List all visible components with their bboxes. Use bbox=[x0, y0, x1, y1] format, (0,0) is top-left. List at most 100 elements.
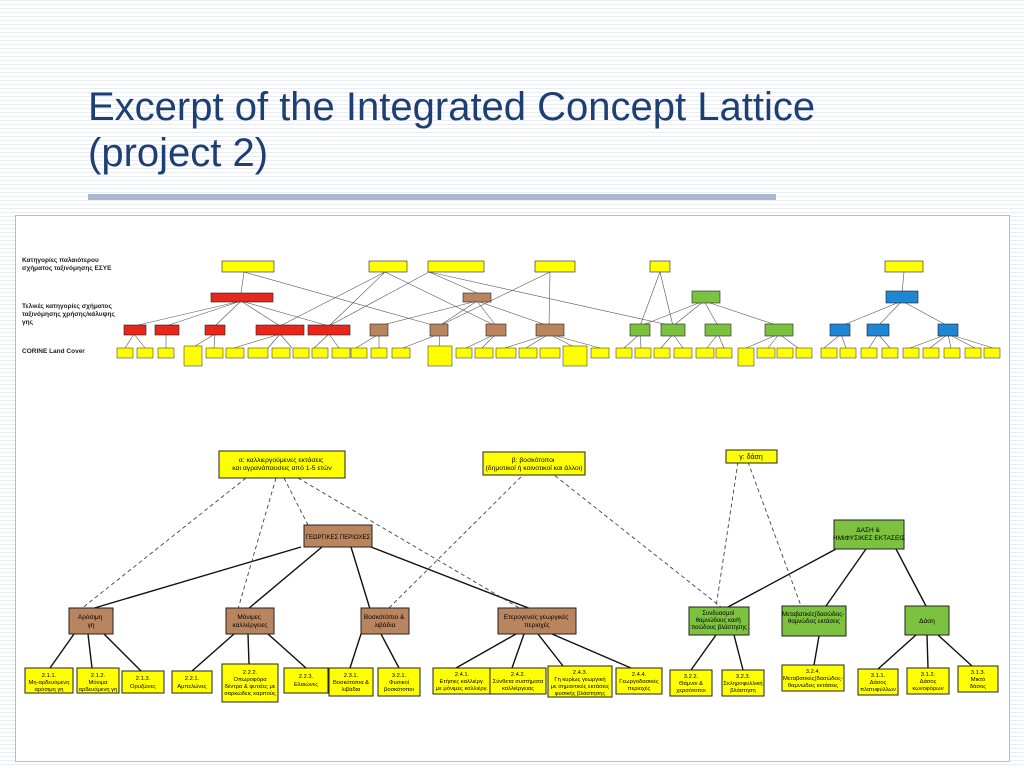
overview-leaf bbox=[116, 347, 134, 359]
leaf-2-1-3: 2.1.3. Ορυζώνες bbox=[130, 676, 156, 690]
top-node-gamma-label: γ: δάση bbox=[739, 453, 763, 461]
leaf-name: Οπωροφόρα bbox=[233, 676, 267, 683]
leaf-name: λιβάδια bbox=[342, 686, 361, 693]
overview-sub-node bbox=[154, 324, 180, 336]
overview-mid-node-agri-brown bbox=[462, 292, 492, 303]
sub-node-transit: Μεταβατικές(δασώδεις- θαμνώδεις εκτάσεις bbox=[781, 605, 847, 637]
leaf-code: 2.4.2. bbox=[511, 672, 526, 678]
overview-leaf bbox=[311, 347, 329, 359]
leaf-name: Μόνιμα bbox=[89, 679, 109, 686]
leaf-code: 3.2.2. bbox=[684, 674, 699, 680]
svg-text:Μόνιμες καλλιέργειες: Μόνιμες καλλιέργειες bbox=[232, 613, 267, 629]
overview-leaf bbox=[391, 347, 411, 359]
mid-node-agri-label: ΓΕΩΡΓΙΚΕΣ ΠΕΡΙΟΧΕΣ bbox=[306, 535, 371, 541]
overview-sub-node bbox=[485, 323, 507, 337]
sub-node-arable: Αρόσιμη γη bbox=[68, 607, 114, 635]
leaf-code: 2.1.3. bbox=[136, 676, 151, 682]
leaf-box bbox=[76, 667, 120, 694]
sub-node-hetero: Ετερογενείς γεωργικές περιοχές bbox=[497, 607, 577, 635]
leaf-code: 2.1.1. bbox=[42, 673, 57, 679]
leaf-name: Μεταβατικές(δασώδεις- bbox=[783, 675, 843, 682]
leaf-box bbox=[283, 667, 329, 694]
overview-row-label-final: Τελικές κατηγορίες σχήματος ταξινόμησης … bbox=[22, 302, 117, 326]
leaf-name: Αμπελώνες bbox=[177, 684, 207, 690]
overview-sub-node bbox=[829, 323, 851, 337]
overview-leaf bbox=[737, 347, 755, 367]
leaf-box bbox=[669, 669, 713, 697]
leaf-code: 2.2.3. bbox=[299, 674, 314, 680]
lattice-diagram: Κατηγορίες παλαιότερου σχήματος ταξινόμη… bbox=[22, 256, 1001, 703]
detail-lattice: α: καλλιεργούμενες εκτάσεις και αγρανάπα… bbox=[24, 449, 999, 703]
leaf-name: βλάστηση bbox=[730, 687, 755, 694]
leaf-name: φυσικής βλάστησης bbox=[555, 690, 606, 697]
leaf-2-2-1: 2.2.1. Αμπελώνες bbox=[177, 676, 207, 690]
overview-leaf bbox=[943, 347, 961, 359]
sub-node-shrub: Συνδυασμοί θαμνώδους και/ή ποώδους βλάστ… bbox=[688, 606, 750, 636]
leaf-code: 3.2.4. bbox=[806, 669, 821, 675]
overview-leaf bbox=[474, 347, 494, 359]
title-line-2: (project 2) bbox=[88, 131, 269, 175]
overview-leaf bbox=[205, 347, 224, 359]
leaf-name: σαρκώδεις καρπούς bbox=[224, 691, 276, 697]
svg-text:Ετερογενείς γεωργικές: Ετερογενείς γεωργικές περιοχές bbox=[504, 613, 571, 629]
top-node-beta-line1: β: βοσκότοποι bbox=[512, 456, 555, 464]
leaf-name: δάσος bbox=[970, 683, 986, 690]
lattice-panel: Κατηγορίες παλαιότερου σχήματος ταξινόμη… bbox=[15, 215, 1010, 762]
overview-leaf bbox=[695, 347, 715, 359]
overview-leaf bbox=[615, 347, 633, 359]
sub-node-shrub-line1: Συνδυασμοί bbox=[702, 611, 735, 617]
leaf-name: Μη-αρδευόμενη bbox=[29, 679, 70, 686]
top-node-alpha: α: καλλιεργούμενες εκτάσεις και αγρανάπα… bbox=[218, 450, 346, 479]
overview-row-label-corine: CORINE Land Cover bbox=[22, 348, 85, 355]
sub-node-permanent: Μόνιμες καλλιέργειες bbox=[225, 607, 275, 635]
overview-sub-node bbox=[764, 323, 794, 337]
overview-leaf bbox=[653, 347, 671, 359]
top-node-beta: β: βοσκότοποι (δημοτικοί ή κοινοτικοί κα… bbox=[482, 451, 586, 476]
leaf-box bbox=[221, 663, 279, 703]
sub-node-permanent-line1: Μόνιμες bbox=[237, 613, 261, 621]
leaf-name: Σκληροφυλλική bbox=[723, 680, 762, 687]
overview-lattice: Κατηγορίες παλαιότερου σχήματος ταξινόμη… bbox=[22, 256, 1001, 367]
overview-top-node bbox=[368, 260, 408, 273]
leaf-name: Ελαιώνες bbox=[294, 682, 318, 688]
leaf-code: 3.2.3. bbox=[736, 674, 751, 680]
overview-sub-node bbox=[866, 323, 890, 337]
leaf-name: κωνοφόρων bbox=[912, 685, 943, 692]
overview-top-node bbox=[649, 260, 671, 273]
svg-text:Βοσκότόπιο & λιβάδια: Βοσκότόπιο & λιβάδια bbox=[364, 613, 406, 629]
leaf-name: Μικτό bbox=[971, 676, 986, 683]
sub-node-hetero-line1: Ετερογενείς γεωργικές bbox=[504, 613, 569, 621]
overview-leaf bbox=[795, 347, 813, 359]
overview-sub-node bbox=[204, 324, 226, 336]
overview-sub-node bbox=[255, 324, 305, 336]
svg-text:Μεταβατικές(δασώδεις-: Μεταβατικές(δασώδεις- θαμνώδεις εκτάσεις bbox=[782, 611, 846, 625]
overview-mid-node-forest-green bbox=[691, 290, 721, 304]
leaf-box bbox=[328, 667, 374, 697]
overview-leaf bbox=[820, 347, 838, 359]
overview-leaf bbox=[455, 347, 473, 359]
leaf-code: 2.2.1. bbox=[185, 676, 200, 682]
mid-node-forest: ΔΑΣΗ & ΗΜΙΦΥΣΙΚΕΣ ΕΚΤΑΣΕΙΣ bbox=[833, 519, 905, 550]
leaf-name: αρδευόμενη γη bbox=[79, 686, 118, 693]
leaf-name: περιοχές bbox=[628, 685, 651, 692]
sub-node-shrub-line3: ποώδους βλάστησης bbox=[691, 624, 747, 631]
leaf-name: αρόσιμη γη bbox=[34, 686, 63, 693]
svg-text:Συνδυασμοί θαμνώδους: Συνδυασμοί θαμνώδους και/ή ποώδους βλάστ… bbox=[691, 611, 747, 631]
overview-top-node bbox=[427, 260, 485, 273]
overview-leaf bbox=[634, 347, 652, 359]
leaf-code: 2.4.4. bbox=[632, 672, 647, 678]
leaf-name: Ετήσιες καλλιέργ. bbox=[440, 678, 485, 685]
overview-top-nodes bbox=[221, 260, 924, 273]
leaf-name: με σημαντικές εκτάσεις bbox=[551, 683, 610, 690]
leaf-code: 2.4.1. bbox=[455, 672, 470, 678]
leaf-name: Ορυζώνες bbox=[130, 684, 156, 690]
leaf-name: βοσκότοποι bbox=[384, 686, 415, 693]
